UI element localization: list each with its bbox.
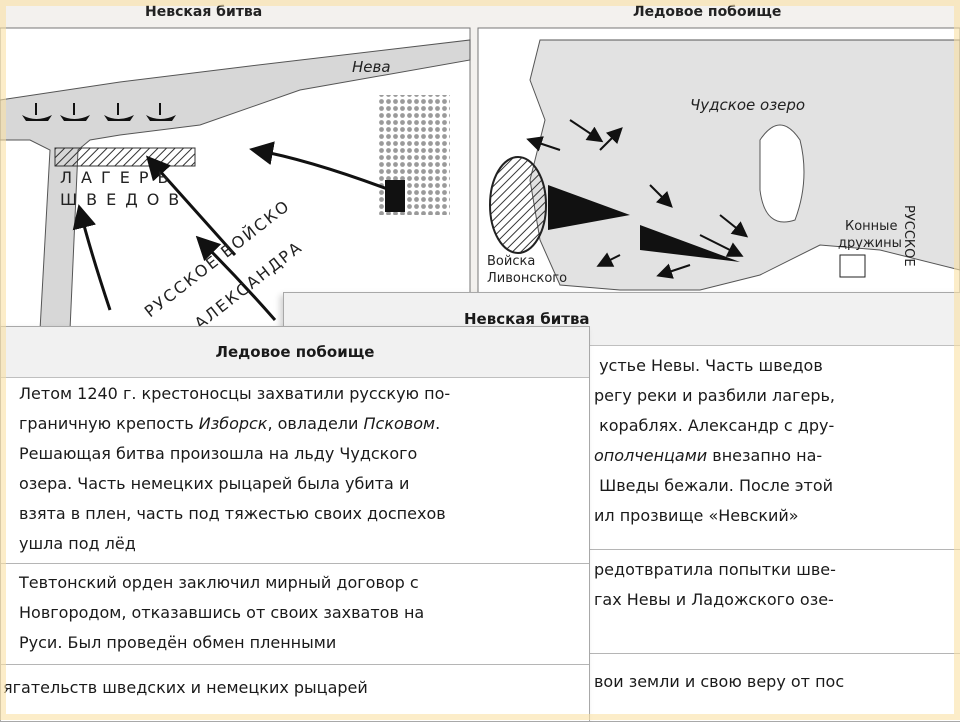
text-line: ил прозвище «Невский»: [594, 506, 799, 525]
neva-map-title: Невская битва: [145, 4, 263, 20]
ice-card-text: Летом 1240 г. крестоносцы захватили русс…: [19, 379, 575, 559]
text-line: граничную крепость Изборск, овладели Пск…: [19, 409, 575, 439]
horse-troops-box: [839, 254, 866, 278]
livonian-army: [489, 156, 547, 254]
horse-label-2: дружины: [838, 236, 902, 251]
text-line: Летом 1240 г. крестоносцы захватили русс…: [19, 384, 451, 403]
camp-label-1: ЛАГЕРЬ: [60, 168, 177, 187]
text-span: .: [435, 414, 441, 433]
swedish-camp: [54, 147, 196, 167]
text-line: Новгородом, отказавшись от своих захвато…: [19, 603, 425, 622]
swedish-ships: [22, 103, 176, 121]
ice-card-section3: ягательств шведских и немецких рыцарей: [3, 678, 368, 697]
section-divider: [1, 664, 589, 665]
italic-text: Изборск: [198, 414, 268, 433]
maps-area: Нева ЛАГЕРЬ ШВЕДОВ РУССКОЕ ВОЙСКО АЛЕКСА…: [0, 0, 960, 330]
livonian-label-2: Ливонского: [487, 271, 567, 286]
horse-label-1: Конные: [845, 219, 897, 234]
text-span: , овладели: [267, 414, 364, 433]
section-divider: [284, 549, 960, 550]
text-span: граничную крепость: [19, 414, 199, 433]
russian-army-start: [385, 180, 405, 212]
text-line: Шведы бежали. После этой: [594, 476, 834, 495]
italic-text: Псковом: [363, 414, 436, 433]
right-edge-label: РУССКОЕ: [901, 205, 916, 267]
text-line: редотвратила попытки шве-: [594, 560, 836, 579]
section-divider: [284, 653, 960, 654]
text-line: кораблях. Александр с дру-: [594, 416, 835, 435]
lake-chudskoe: [529, 39, 960, 291]
neva-label: Нева: [352, 58, 391, 76]
italic-text: ополченцами: [594, 446, 708, 465]
russian-army-arrows: [72, 141, 391, 321]
lake-label: Чудское озеро: [690, 96, 805, 114]
text-line: озера. Часть немецких рыцарей была убита…: [19, 474, 410, 493]
battle-arrows: [526, 119, 749, 279]
text-line: гах Невы и Ладожского озе-: [594, 590, 834, 609]
livonian-wedges: [548, 185, 740, 262]
section-divider: [1, 563, 589, 564]
island: [759, 124, 805, 223]
neva-card-section2: редотвратила попытки шве- гах Невы и Лад…: [594, 555, 960, 615]
ice-map-title: Ледовое побоище: [633, 4, 782, 20]
neva-card-section3: вои земли и свою веру от пос: [594, 672, 845, 691]
text-line: Тевтонский орден заключил мирный договор…: [19, 573, 419, 592]
text-line: ушла под лёд: [19, 534, 136, 553]
ice-battle-card: Ледовое побоище Летом 1240 г. крестоносц…: [0, 326, 590, 722]
text-line: Руси. Был проведён обмен пленными: [19, 633, 337, 652]
text-line: Решающая битва произошла на льду Чудског…: [19, 444, 418, 463]
text-span: внезапно на-: [707, 446, 823, 465]
text-line: взята в плен, часть под тяжестью своих д…: [19, 504, 446, 523]
ice-card-title: Ледовое побоище: [1, 327, 589, 378]
ice-card-section2: Тевтонский орден заключил мирный договор…: [19, 568, 575, 658]
neva-card-text: устье Невы. Часть шведов регу реки и раз…: [594, 351, 960, 531]
livonian-label-1: Войска: [487, 254, 535, 269]
maps-illustration: Нева ЛАГЕРЬ ШВЕДОВ РУССКОЕ ВОЙСКО АЛЕКСА…: [0, 27, 960, 330]
camp-label-2: ШВЕДОВ: [60, 190, 188, 209]
text-line: ополченцами внезапно на-: [594, 441, 960, 471]
text-line: устье Невы. Часть шведов: [594, 356, 823, 375]
text-line: регу реки и разбили лагерь,: [594, 386, 835, 405]
